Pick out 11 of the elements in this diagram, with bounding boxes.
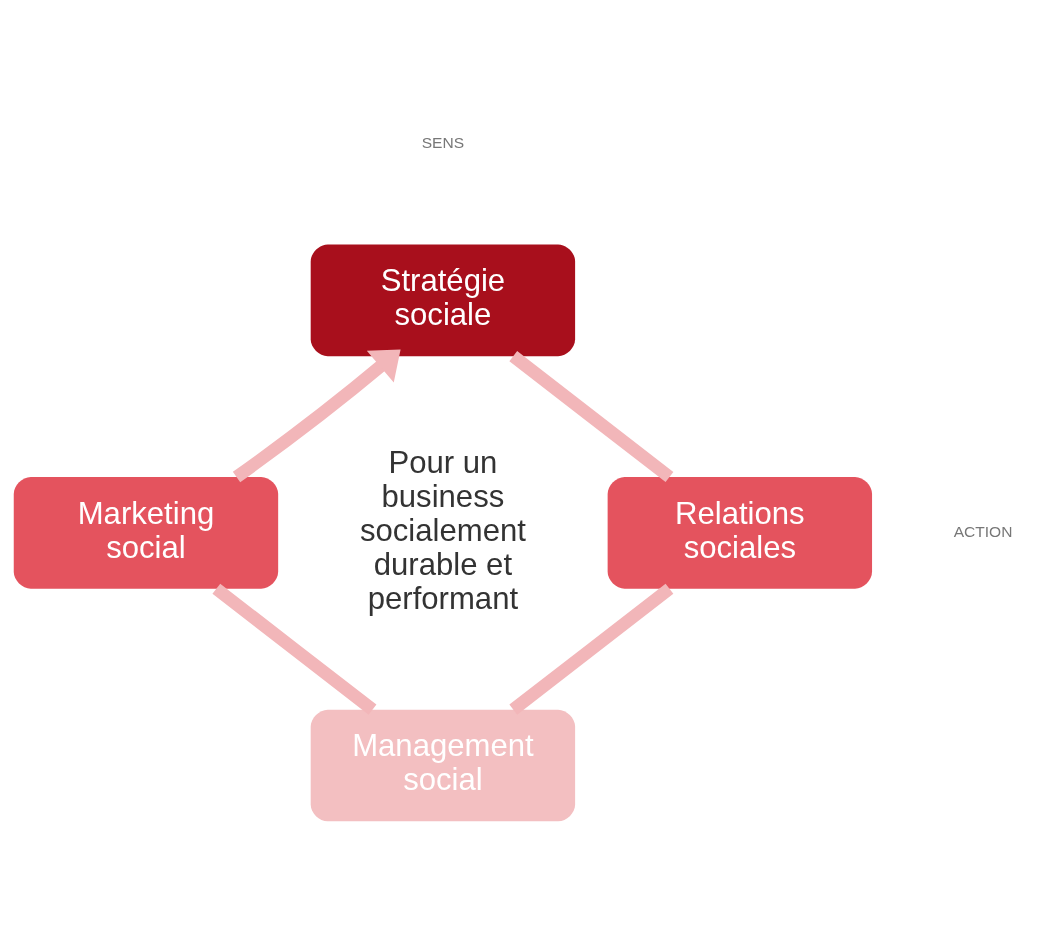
label: Pour un business socialement durable et performant [359,444,526,616]
label: SENS [421,133,465,151]
node-box: Marketing social [13,476,279,589]
connector [212,583,377,715]
node-box: Stratégie sociale [310,243,576,356]
connector [509,583,674,715]
arrow [232,349,401,482]
connector [509,350,674,482]
node-box: Management social [310,709,576,821]
label: ACTION [953,522,1013,540]
node-box: Relations sociales [607,476,873,589]
